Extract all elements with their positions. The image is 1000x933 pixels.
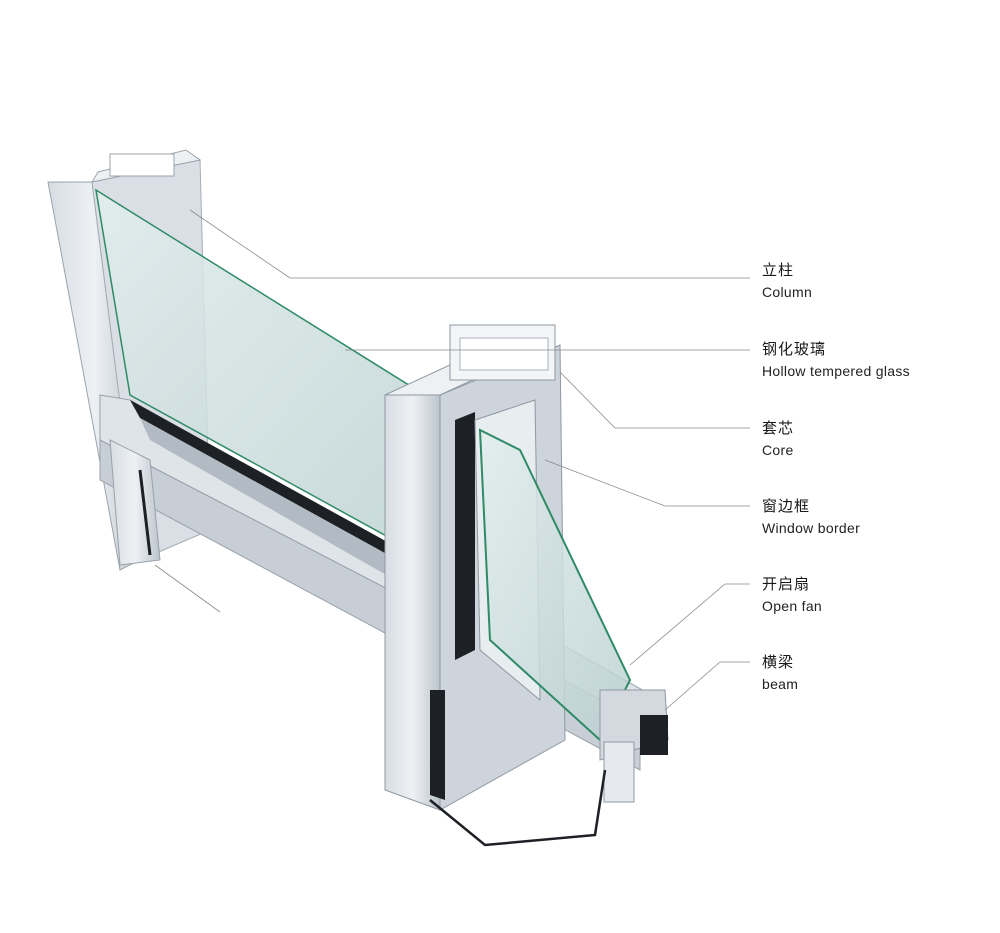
label-core-en: Core — [762, 442, 794, 459]
leader-core — [559, 371, 750, 429]
label-open-fan: 开启扇 Open fan — [762, 575, 822, 615]
open-sash — [474, 399, 669, 803]
label-beam: 横梁 beam — [762, 653, 799, 693]
section-outline — [429, 769, 607, 847]
label-column: 立柱 Column — [762, 261, 813, 301]
label-core-zh: 套芯 — [762, 419, 795, 437]
label-column-en: Column — [762, 284, 813, 301]
leader-window-border — [544, 459, 750, 507]
label-window-border: 窗边框 Window border — [762, 497, 861, 537]
leader-lines — [154, 209, 750, 711]
label-beam-en: beam — [762, 676, 799, 693]
label-open-fan-en: Open fan — [762, 598, 822, 615]
label-core: 套芯 Core — [762, 419, 795, 459]
leader-extra — [154, 564, 221, 613]
label-glass: 钢化玻璃 Hollow tempered glass — [762, 340, 910, 380]
label-window-border-en: Window border — [762, 520, 861, 537]
leader-column — [189, 209, 750, 279]
label-beam-zh: 横梁 — [762, 653, 795, 671]
front-column-lower — [430, 690, 445, 800]
label-window-border-zh: 窗边框 — [762, 497, 811, 515]
label-column-zh: 立柱 — [762, 261, 795, 279]
label-open-fan-zh: 开启扇 — [762, 575, 811, 593]
label-glass-zh: 钢化玻璃 — [762, 340, 827, 358]
leader-open-fan — [629, 583, 750, 666]
leader-beam — [664, 661, 750, 711]
label-glass-en: Hollow tempered glass — [762, 363, 910, 380]
left-column-lower — [109, 439, 161, 566]
